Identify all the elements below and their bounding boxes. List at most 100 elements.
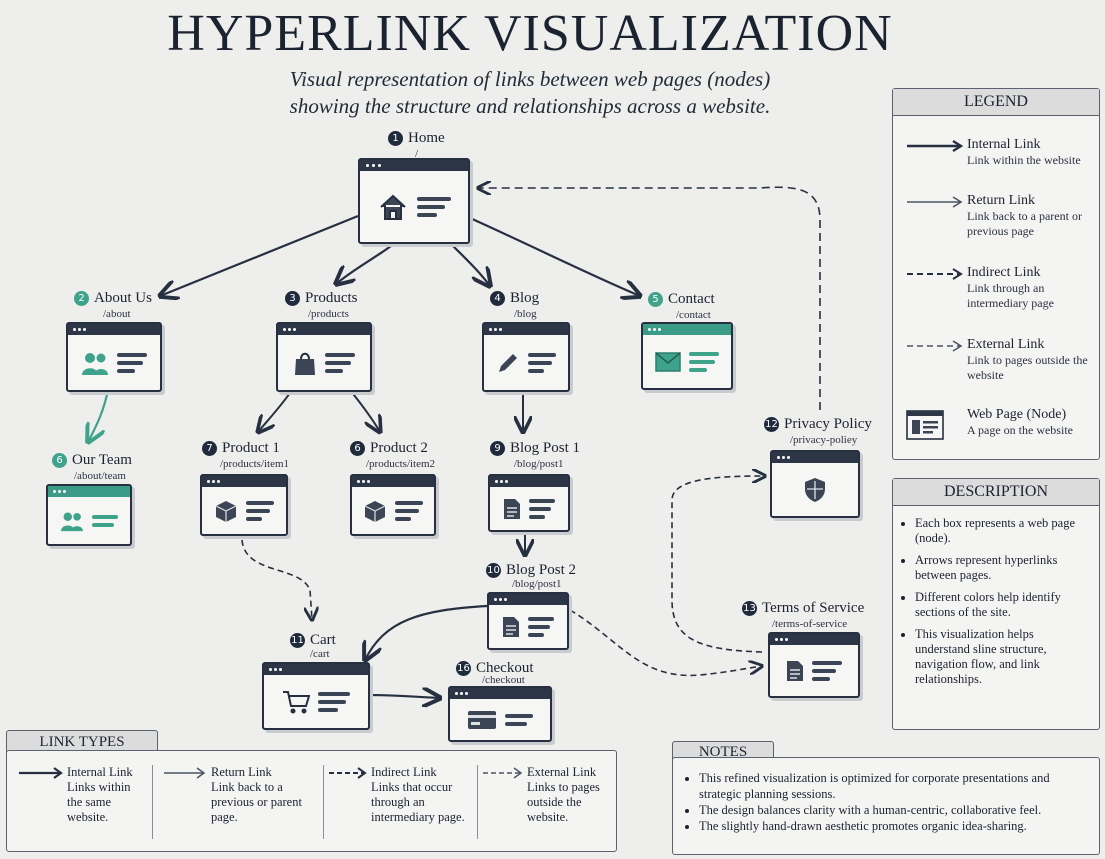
pencil-icon <box>499 353 517 372</box>
node-cart-path: /cart <box>310 648 330 660</box>
link-type-title: External Link <box>527 765 597 779</box>
notes-panel: This refined visualization is optimized … <box>672 757 1100 855</box>
node-number: 12 <box>764 417 779 432</box>
cart-icon <box>283 690 310 713</box>
node-cart[interactable] <box>262 662 370 730</box>
link-type-desc: Links that occur through an intermediary… <box>371 780 465 824</box>
edge-terms-privacy <box>671 476 765 653</box>
legend-desc: A page on the website <box>967 423 1073 437</box>
node-name: Checkout <box>476 660 534 676</box>
node-number: 13 <box>742 601 757 616</box>
node-number: 3 <box>285 291 300 306</box>
node-blogpost1-path: /blog/post1 <box>514 458 564 470</box>
solid-arrow-icon <box>907 139 964 153</box>
node-name: Blog <box>510 290 540 306</box>
dashed-arrow-icon <box>329 767 367 779</box>
node-number: 11 <box>290 633 305 648</box>
link-type-desc: Link back to a previous or parent page. <box>211 780 302 824</box>
edge-products-product2 <box>349 389 380 432</box>
node-terms[interactable] <box>768 632 860 698</box>
edge-blogpost2-cart <box>365 604 488 660</box>
separator <box>152 765 153 839</box>
separator <box>323 765 324 839</box>
description-item: Arrows represent hyperlinks between page… <box>915 553 1091 583</box>
node-name: About Us <box>94 290 152 306</box>
dashed-open-arrow-icon <box>483 767 523 779</box>
edge-home-about <box>160 214 359 296</box>
node-team-path: /about/team <box>74 470 126 482</box>
subtitle-line-1: Visual representation of links between w… <box>289 67 771 91</box>
legend-desc: Link within the website <box>967 153 1081 167</box>
node-name: Home <box>408 130 445 146</box>
document-icon <box>503 616 519 637</box>
node-name: Product 1 <box>222 440 280 456</box>
envelope-icon <box>655 351 681 372</box>
edge-products-product1 <box>258 389 293 432</box>
people-icon <box>82 352 108 375</box>
node-terms-path: /terms-of-service <box>772 618 848 630</box>
description-item: Each box represents a web page (node). <box>915 516 1091 546</box>
node-number: 6 <box>350 441 365 456</box>
node-name: Terms of Service <box>762 600 865 616</box>
notes-item: The slightly hand-drawn aesthetic promot… <box>699 818 1091 834</box>
node-blogpost2[interactable] <box>487 592 569 650</box>
node-name: Products <box>305 290 358 306</box>
node-contact-path: /contact <box>676 309 711 321</box>
node-number: 10 <box>486 563 501 578</box>
notes-item: This refined visualization is optimized … <box>699 770 1091 802</box>
node-checkout-path: /checkout <box>482 674 525 686</box>
node-name: Blog Post 2 <box>506 562 577 578</box>
notes-heading: NOTES <box>672 741 774 762</box>
link-type-desc: Links within the same website. <box>67 780 131 824</box>
legend-web-page: Web Page (Node)A page on the website <box>903 407 1093 441</box>
node-product2-path: /products/item2 <box>366 458 436 470</box>
house-icon <box>380 194 406 220</box>
legend-desc: Link back to a parent or previous page <box>967 209 1082 238</box>
edge-blogpost2-terms <box>569 609 762 677</box>
node-checkout[interactable] <box>448 686 552 742</box>
legend-title: Internal Link <box>967 137 1041 152</box>
node-home[interactable] <box>358 158 470 244</box>
page-subtitle: Visual representation of links between w… <box>150 66 910 120</box>
node-blog[interactable] <box>482 322 570 392</box>
node-about[interactable] <box>66 322 162 392</box>
node-products-path: /products <box>308 308 349 320</box>
legend-title: External Link <box>967 337 1045 352</box>
box-icon <box>215 500 237 522</box>
node-product2[interactable] <box>350 474 436 536</box>
node-number: 6 <box>52 453 67 468</box>
separator <box>477 765 478 839</box>
edge-about-team <box>88 389 110 442</box>
node-blogpost1[interactable] <box>488 474 570 532</box>
node-contact[interactable] <box>641 322 733 390</box>
link-types-heading: LINK TYPES <box>6 730 158 753</box>
node-privacy[interactable] <box>770 450 860 518</box>
web-page-icon <box>906 410 944 440</box>
description-heading: DESCRIPTION <box>893 479 1099 506</box>
solid-arrow-icon <box>19 767 63 779</box>
shopping-bag-icon <box>295 352 315 375</box>
thin-arrow-icon <box>164 767 206 779</box>
node-terms-label: 13 Terms of Service <box>742 600 864 617</box>
node-team[interactable] <box>46 484 132 546</box>
node-name: Cart <box>310 632 336 648</box>
node-products-label: 3 Products <box>285 290 358 307</box>
shield-icon <box>805 477 825 502</box>
node-product1[interactable] <box>200 474 288 536</box>
edge-home-products <box>336 242 396 284</box>
node-products[interactable] <box>276 322 372 392</box>
notes-item: The design balances clarity with a human… <box>699 802 1091 818</box>
legend-desc: Link to pages outside the website <box>967 353 1088 382</box>
edge-privacy-home <box>478 187 821 410</box>
